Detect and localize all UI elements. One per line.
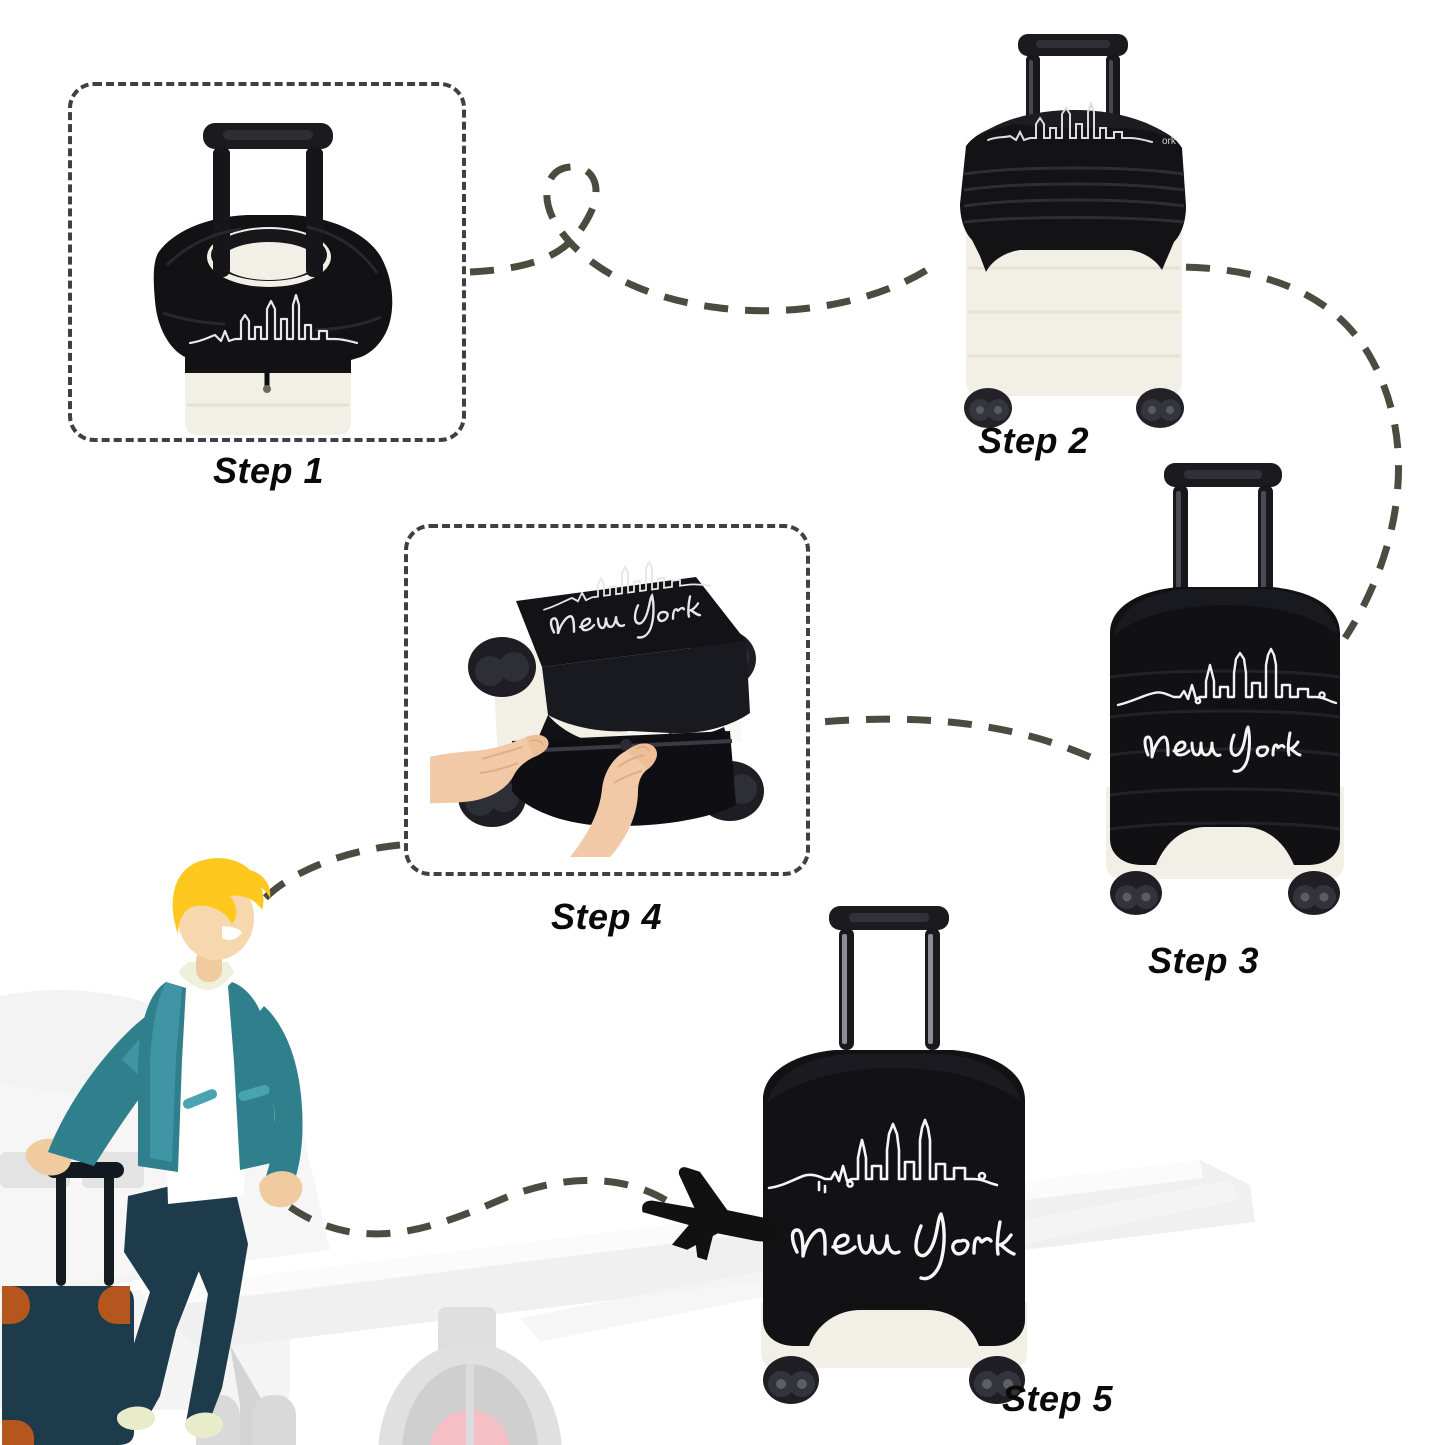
step-4-label: Step 4 — [551, 896, 663, 937]
connector-4-to-traveler — [255, 841, 401, 909]
svg-text:ork: ork — [1162, 136, 1177, 147]
step-1-frame — [68, 82, 466, 442]
step-2-label: Step 2 — [978, 420, 1090, 461]
step-1-illustration — [153, 123, 393, 435]
step-3-illustration — [1106, 463, 1344, 915]
right-hand — [570, 743, 657, 857]
step-4-illustration — [430, 559, 764, 857]
step-1-label: Step 1 — [213, 450, 325, 491]
step-4-frame — [404, 524, 810, 876]
step-5-label: Step 5 — [1002, 1378, 1114, 1419]
connector-traveler-to-5 — [288, 1176, 683, 1238]
connector-2-to-3 — [1144, 263, 1403, 640]
left-hand — [430, 734, 549, 804]
step-3-label: Step 3 — [1148, 940, 1260, 981]
step-2-illustration: ork — [960, 34, 1186, 428]
connector-1-to-2 — [469, 163, 932, 315]
connector-3-to-4 — [819, 715, 1092, 761]
traveler-suitcase — [2, 1162, 134, 1445]
step-5-illustration — [761, 906, 1027, 1404]
